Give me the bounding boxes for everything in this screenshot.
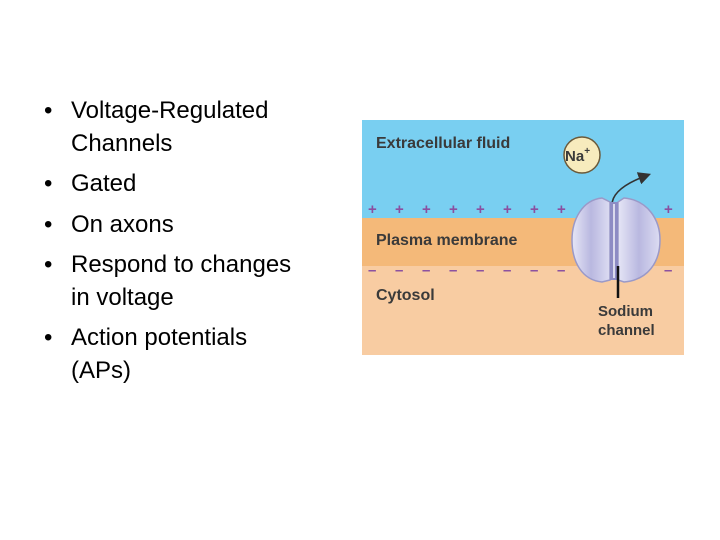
bullet-item-1: • Voltage-Regulated Channels <box>44 95 344 160</box>
svg-text:Na+: Na+ <box>565 146 590 165</box>
bullet-list: • Voltage-Regulated Channels • Gated • O… <box>44 95 344 395</box>
bullet-text-4a: Respond to changes <box>71 251 292 278</box>
bullet-text-5a: Action potentials <box>71 324 248 351</box>
positive-charge: + <box>664 201 673 218</box>
bullet-item-4: • Respond to changes in voltage <box>44 249 344 314</box>
positive-charge: + <box>395 201 404 218</box>
bullet-item-3: • On axons <box>44 209 344 242</box>
positive-charge: + <box>503 201 512 218</box>
positive-charge: + <box>557 201 566 218</box>
bullet-text-3: On axons <box>71 210 174 238</box>
bullet-dot: • <box>44 324 53 351</box>
positive-charge: + <box>422 201 431 218</box>
ion-symbol: Na <box>565 148 585 165</box>
negative-charge: – <box>530 262 538 279</box>
bullet-text-4b: in voltage <box>71 283 174 311</box>
sodium-ion: Na+ <box>563 136 601 174</box>
channel-label-line2: channel <box>598 322 655 339</box>
negative-charge: – <box>476 262 484 279</box>
negative-charge-row: ––––––––– <box>368 262 672 279</box>
negative-charge: – <box>503 262 511 279</box>
bullet-dot: • <box>44 170 53 197</box>
sodium-channel-protein <box>571 197 661 283</box>
sodium-channel-diagram: +++++++++ ––––––––– Extracellular fluid … <box>362 120 684 355</box>
bullet-dot: • <box>44 210 53 238</box>
positive-charge: + <box>368 201 377 218</box>
negative-charge: – <box>557 262 565 279</box>
negative-charge: – <box>368 262 376 279</box>
positive-charge: + <box>449 201 458 218</box>
positive-charge: + <box>530 201 539 218</box>
bullet-text-1a: Voltage-Regulated <box>71 97 269 124</box>
cytosol-label: Cytosol <box>376 287 435 304</box>
bullet-item-2: • Gated <box>44 168 344 201</box>
negative-charge: – <box>664 262 672 279</box>
channel-label-line1: Sodium <box>598 303 653 320</box>
negative-charge: – <box>395 262 403 279</box>
negative-charge: – <box>449 262 457 279</box>
negative-charge: – <box>422 262 430 279</box>
ion-charge: + <box>584 146 590 157</box>
positive-charge: + <box>476 201 485 218</box>
bullet-text-5b: (APs) <box>71 356 131 384</box>
bullet-text-2: Gated <box>71 170 137 197</box>
bullet-dot: • <box>44 251 53 278</box>
bullet-item-5: • Action potentials (APs) <box>44 322 344 387</box>
bullet-dot: • <box>44 97 53 124</box>
bullet-text-1b: Channels <box>71 129 173 157</box>
positive-charge-row: + + + + + + + + + <box>368 201 673 218</box>
membrane-label: Plasma membrane <box>376 232 518 249</box>
extracellular-label: Extracellular fluid <box>376 135 510 152</box>
